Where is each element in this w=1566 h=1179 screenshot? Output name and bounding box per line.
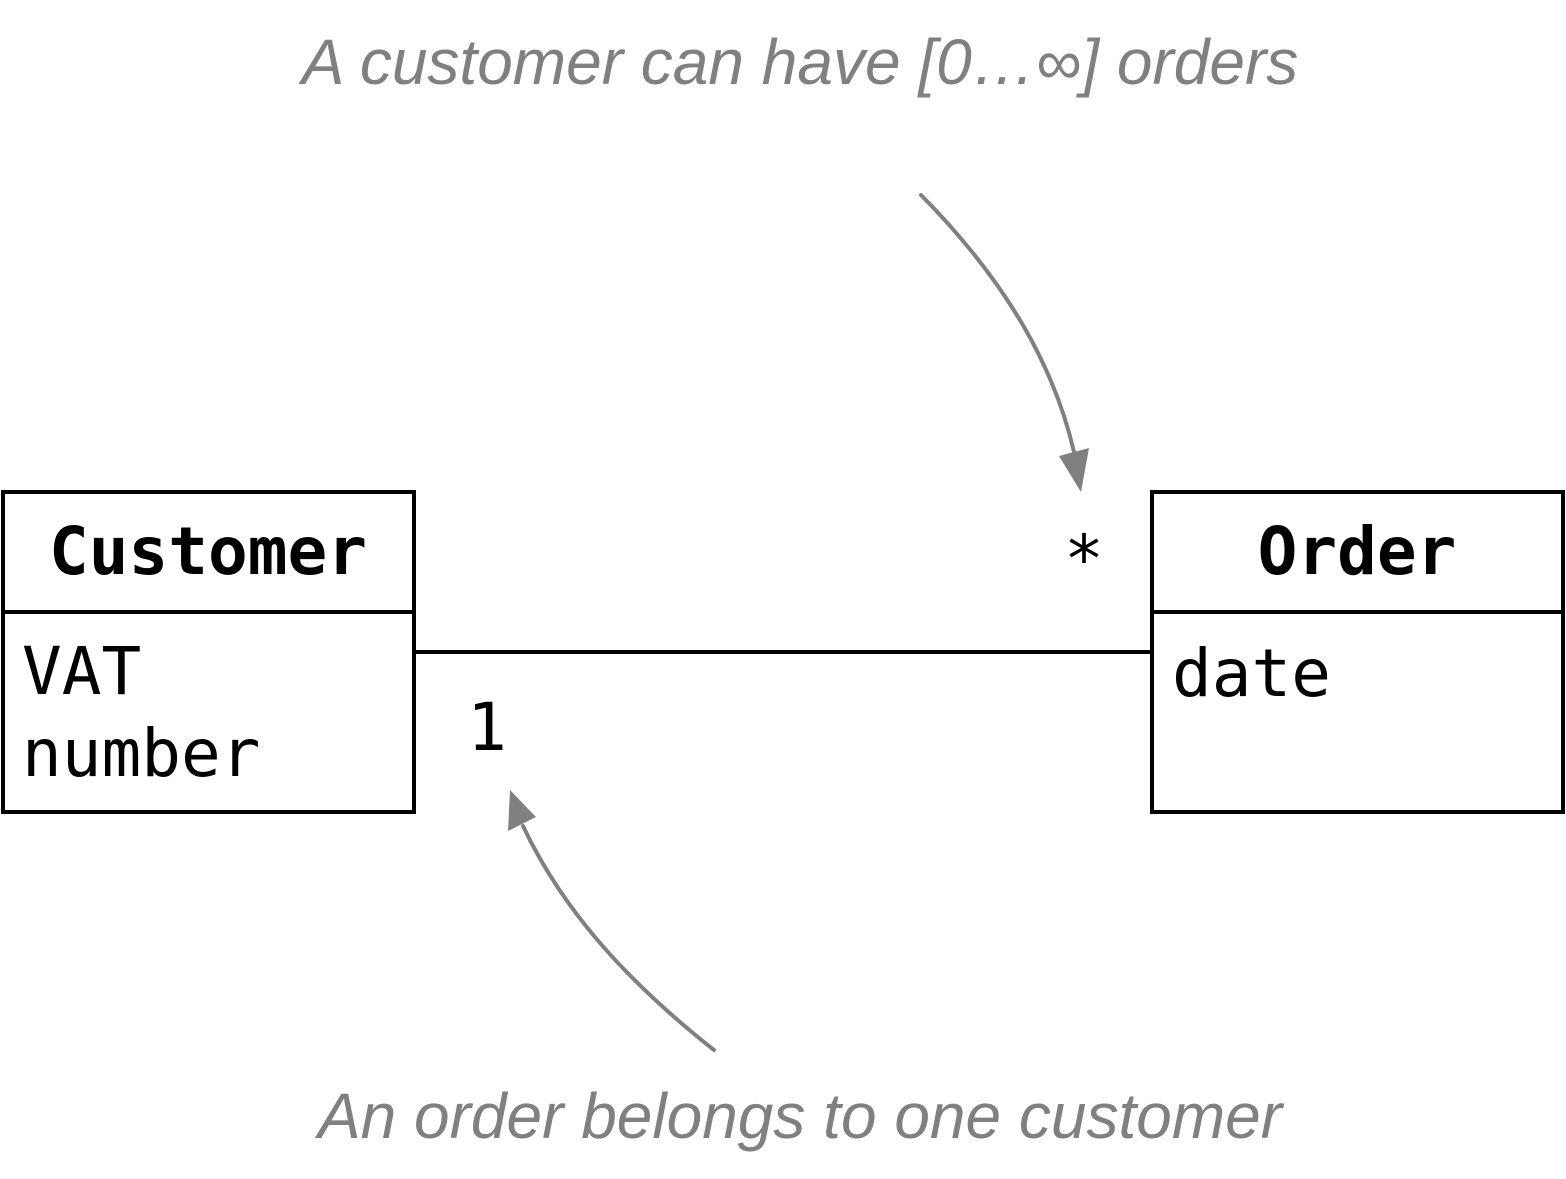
class-order-box [1150,490,1565,814]
class-customer-attribute: number [22,715,260,792]
class-order-name: Order [1258,513,1457,590]
class-customer-name: Customer [49,513,367,590]
multiplicity-customer-end: 1 [467,689,507,766]
annotation-top-arrow [919,193,1076,454]
class-customer-box [1,490,416,814]
class-customer[interactable]: Customer VAT number [1,490,416,814]
annotation-bottom-arrowhead-icon [508,790,536,831]
class-order[interactable]: Order date [1150,490,1565,814]
class-order-attribute: date [1172,635,1331,712]
annotation-bottom-arrow [521,824,716,1052]
annotation-top-text: A customer can have [0…∞] orders [298,26,1299,98]
multiplicity-order-end: * [1064,521,1104,598]
annotation-top-arrowhead-icon [1059,448,1089,492]
annotation-bottom-text: An order belongs to one customer [314,1080,1285,1152]
class-customer-attribute: VAT [22,633,141,710]
